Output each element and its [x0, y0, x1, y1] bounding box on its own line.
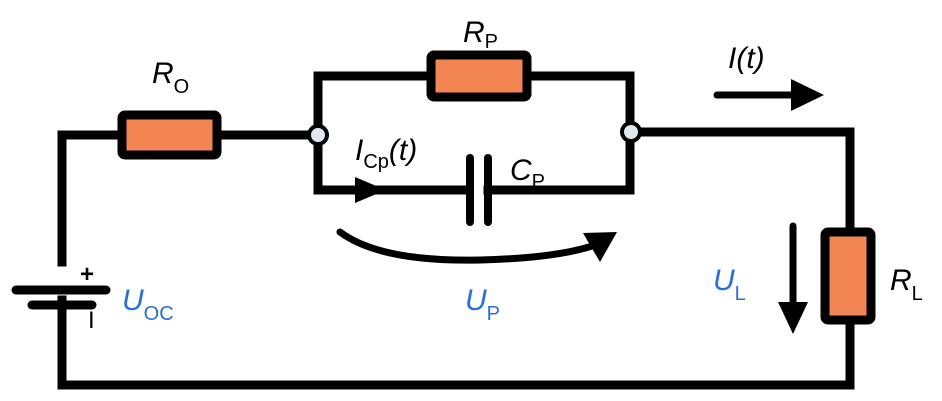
wire-rp-branch-right	[520, 71, 635, 137]
label-rp: RP	[463, 16, 498, 53]
wire-left-top	[57, 130, 130, 267]
label-current: I(t)	[728, 42, 765, 75]
up-arrow-curve	[336, 228, 602, 264]
label-cp: CP	[510, 154, 545, 193]
resistor-rl	[820, 227, 876, 325]
wire-left-bottom	[57, 295, 855, 390]
wire-right-top	[625, 127, 855, 237]
label-uoc: UOC	[122, 284, 174, 325]
node-left	[307, 124, 329, 146]
wire-rp-branch	[313, 71, 438, 140]
label-up: UP	[465, 284, 500, 325]
battery-plus-sign: +	[80, 261, 94, 288]
resistor-r0	[117, 110, 222, 160]
label-rl: RL	[890, 264, 923, 305]
up-arrow-icon	[583, 232, 617, 262]
label-icp: ICp(t)	[355, 134, 417, 173]
label-r0: RO	[152, 57, 189, 98]
icp-arrow-icon	[355, 177, 386, 203]
node-right	[620, 121, 642, 143]
label-ul: UL	[713, 264, 746, 305]
wire-cp-branch-right	[483, 127, 635, 195]
battery-minus-sign: I	[88, 307, 95, 334]
ul-arrow-icon	[778, 302, 808, 334]
current-arrow-icon	[791, 79, 824, 111]
wire-cp-branch-left	[313, 130, 473, 195]
resistor-rp	[426, 50, 532, 102]
